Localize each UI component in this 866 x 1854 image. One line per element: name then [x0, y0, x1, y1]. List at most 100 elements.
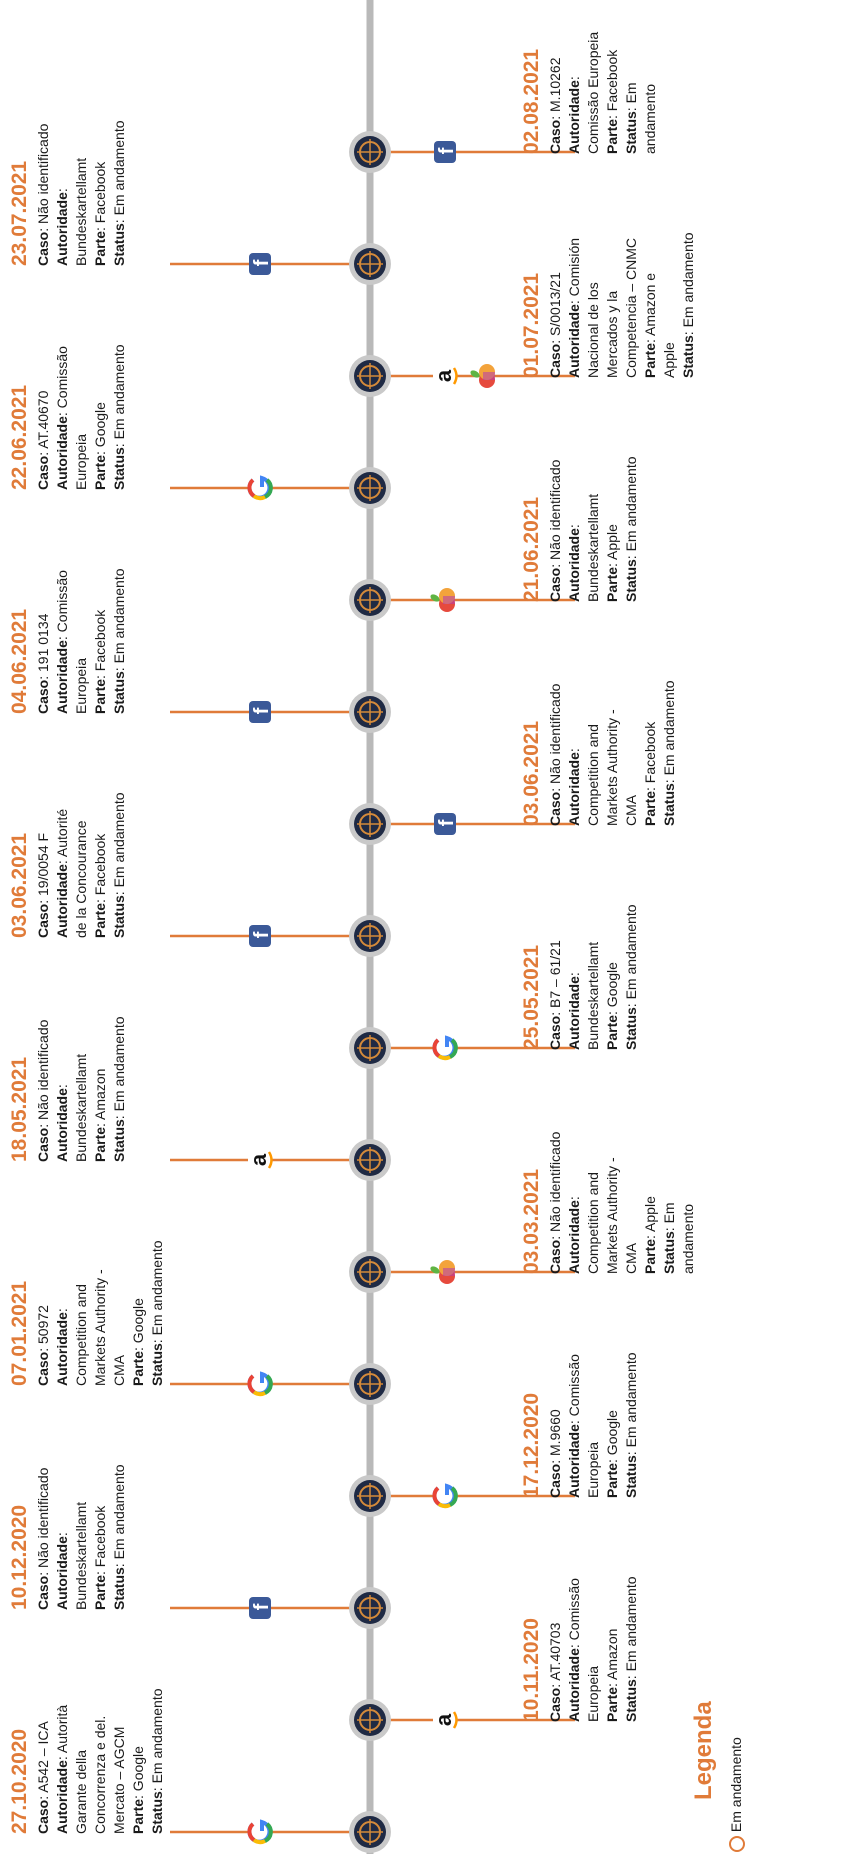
field-value: Em andamento	[111, 344, 127, 440]
field-label: Autoridade	[54, 192, 70, 266]
event-date: 18.05.2021	[8, 1056, 31, 1162]
event-field-status: Status: Em andamento	[111, 344, 127, 490]
event-date: 07.01.2021	[8, 1280, 31, 1386]
event-field-continuation: Competition and	[584, 680, 603, 826]
field-value: AT.40670	[35, 390, 51, 449]
field-value: Mercato – AGCM	[111, 1726, 127, 1834]
field-label: Parte	[604, 566, 620, 602]
field-label: Status	[149, 1791, 165, 1834]
field-value: A542 – ICA	[35, 1721, 51, 1793]
field-label: Status	[680, 335, 696, 378]
field-label: Status	[111, 447, 127, 490]
field-value: Markets Authority -	[92, 1269, 108, 1386]
field-value: Google	[130, 1746, 146, 1792]
field-value: CMA	[623, 1242, 639, 1274]
field-value: Concorrenza e del.	[92, 1715, 108, 1834]
field-value: Não identificado	[547, 459, 563, 560]
amazon-icon: a	[431, 365, 458, 387]
event-field-party: Parte: Facebook	[92, 833, 108, 938]
field-value: Comisión	[566, 237, 582, 297]
facebook-icon: f	[249, 253, 273, 275]
event-field-party: Parte: Google	[130, 1746, 146, 1834]
google-icon	[247, 1819, 273, 1845]
field-value: M.9660	[547, 1409, 563, 1456]
svg-text:f: f	[251, 931, 273, 938]
svg-text:a: a	[246, 1153, 271, 1166]
field-value: Em andamento	[623, 456, 639, 552]
event-date: 27.10.2020	[8, 1728, 31, 1834]
field-label: Status	[111, 223, 127, 266]
legend-node-icon	[729, 1836, 746, 1852]
field-value: Mercados y la	[604, 290, 620, 378]
event-field-case: Caso: Não identificado	[35, 123, 51, 266]
amazon-icon: a	[246, 1149, 273, 1171]
field-value: Facebook	[642, 721, 658, 784]
event-field-continuation: andamento	[641, 32, 660, 154]
field-value: Comissão	[566, 1578, 582, 1641]
field-value: AT.40703	[547, 1622, 563, 1681]
event-date: 03.03.2021	[520, 1168, 543, 1274]
event-field-authority: Autoridade:	[54, 1308, 70, 1386]
field-value: Google	[130, 1298, 146, 1344]
field-value: Em andamento	[623, 904, 639, 1000]
event-field-party: Parte: Facebook	[642, 721, 658, 826]
field-label: Caso	[35, 903, 51, 938]
event-field-status: Status: Em	[623, 82, 639, 154]
google-icon	[432, 1035, 458, 1061]
event-field-continuation: CMA	[622, 1132, 641, 1274]
field-value: Em andamento	[623, 1576, 639, 1672]
field-value: Competencia – CNMC	[623, 237, 639, 378]
field-label: Status	[623, 1007, 639, 1050]
event-field-authority: Autoridade:	[54, 1532, 70, 1610]
event-field-continuation: Competition and	[72, 1240, 91, 1386]
event-date: 25.05.2021	[520, 944, 543, 1050]
event-field-status: Status: Em andamento	[623, 904, 639, 1050]
event-field-continuation: Markets Authority -	[603, 680, 622, 826]
field-value: Google	[604, 962, 620, 1008]
field-label: Caso	[35, 231, 51, 266]
field-value: Autorité	[54, 808, 70, 858]
field-value: Comissão Europeia	[585, 31, 601, 154]
event-field-party: Parte: Facebook	[92, 1505, 108, 1610]
event-field-party: Parte: Facebook	[604, 49, 620, 154]
field-value: Garante della	[73, 1749, 89, 1834]
event-field-status: Status: Em andamento	[111, 1464, 127, 1610]
svg-text:a: a	[431, 369, 456, 382]
event-field-authority: Autoridade: Comissão	[566, 1578, 582, 1722]
field-value: Amazon	[604, 1628, 620, 1680]
legend-item: Em andamento	[728, 1737, 746, 1852]
field-label: Autoridade	[566, 1200, 582, 1274]
event-field-authority: Autoridade:	[54, 1084, 70, 1162]
event-field-case: Caso: AT.40703	[547, 1622, 563, 1722]
event-field-status: Status: Em	[661, 1202, 677, 1274]
field-value: Europeia	[585, 1665, 601, 1722]
svg-text:f: f	[251, 707, 273, 714]
field-value: Não identificado	[547, 1131, 563, 1232]
event-field-party: Parte: Google	[92, 402, 108, 490]
google-icon	[247, 1371, 273, 1397]
field-value: Em	[661, 1202, 677, 1224]
field-label: Status	[623, 559, 639, 602]
field-value: Autorità	[54, 1704, 70, 1754]
field-label: Caso	[547, 1463, 563, 1498]
field-value: Em andamento	[111, 568, 127, 664]
field-label: Parte	[604, 1014, 620, 1050]
event-field-continuation: Europeia	[72, 568, 91, 714]
field-value: andamento	[680, 1203, 696, 1274]
apple-icon	[470, 364, 495, 388]
field-value: Apple	[604, 524, 620, 560]
field-label: Caso	[35, 1575, 51, 1610]
field-label: Autoridade	[54, 1088, 70, 1162]
field-value: Apple	[642, 1196, 658, 1232]
event-field-continuation: Markets Authority -	[603, 1132, 622, 1274]
amazon-icon: a	[431, 1709, 458, 1731]
field-value: Em	[623, 82, 639, 104]
